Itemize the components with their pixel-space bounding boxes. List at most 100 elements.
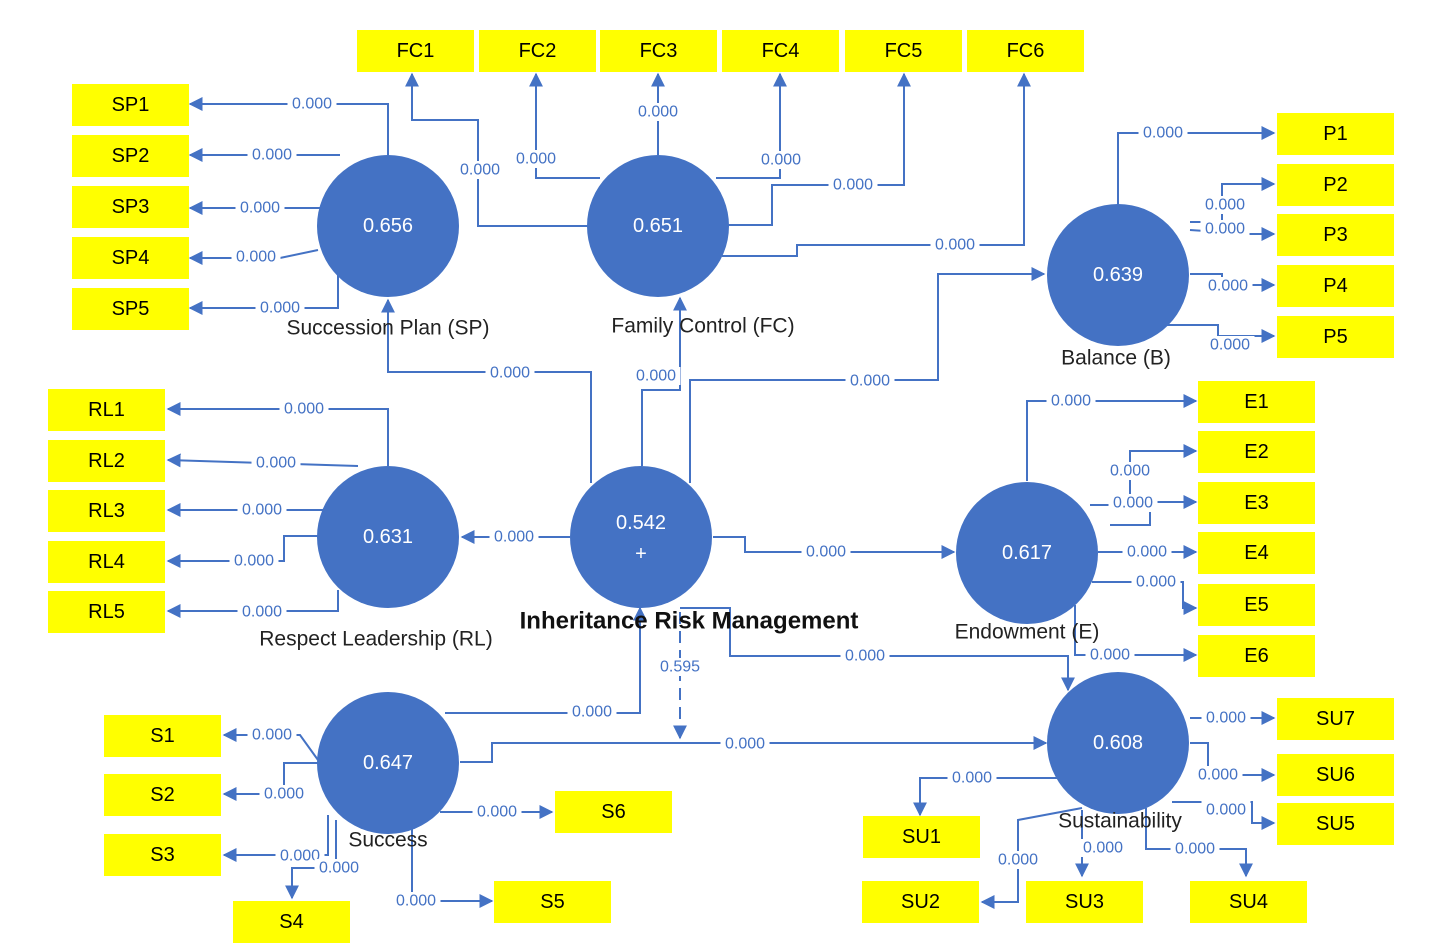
loading-su1 (913, 777, 1060, 817)
construct-irm-node (570, 466, 712, 608)
loading-fc2-value-bg (511, 150, 561, 168)
indicator-sp5-label: SP5 (112, 298, 150, 320)
indicator-su1-box (863, 816, 980, 858)
path-irm-to-b (689, 267, 1046, 483)
indicator-s5-box (494, 881, 611, 923)
indicator-p5-label: P5 (1323, 326, 1347, 348)
indicator-e3-label: E3 (1244, 492, 1268, 514)
indicator-rl4-box (48, 541, 165, 583)
indicator-s4-label: S4 (279, 911, 303, 933)
loading-su3-value: 0.000 (1083, 840, 1123, 857)
construct-e-caption: Endowment (E) (955, 621, 1100, 644)
loading-e2-value-bg (1105, 462, 1155, 480)
indicator-p2-label: P2 (1323, 174, 1347, 196)
loading-e2-value: 0.000 (1110, 463, 1150, 480)
loading-rl4-value: 0.000 (234, 553, 274, 570)
indicator-s6-box (555, 791, 672, 833)
loading-sp4-value: 0.000 (236, 249, 276, 266)
indicator-p1-box (1277, 113, 1394, 155)
path-s-to-irm-value: 0.000 (572, 704, 612, 721)
loading-e5-value: 0.000 (1136, 574, 1176, 591)
indicator-sp2-label: SP2 (112, 145, 150, 167)
path-irm-to-sp-value-bg (485, 364, 535, 382)
loading-sp4-value-bg (231, 248, 281, 266)
path-s-to-irm-value-bg (567, 703, 617, 721)
indicator-e1-label: E1 (1244, 391, 1268, 413)
loading-e1 (1026, 394, 1198, 481)
loading-fc1-value-bg (455, 161, 505, 179)
loading-s2-value: 0.000 (264, 786, 304, 803)
construct-fc-node (587, 155, 729, 297)
indicator-fc3-box (600, 30, 717, 72)
construct-b-caption: Balance (B) (1061, 347, 1171, 370)
construct-su-node (1047, 672, 1189, 814)
loading-p1-value-bg (1138, 124, 1188, 142)
indicator-e2-label: E2 (1244, 441, 1268, 463)
coefficient-label-layer: 0.000 0.000 0.000 0.000 0.000 0.000 0.000 0.000… (229, 95, 1255, 910)
indicator-sp3-label: SP3 (112, 196, 150, 218)
loading-su1-value-bg (947, 769, 997, 787)
construct-rl-node (317, 466, 459, 608)
indicator-e1-box (1198, 381, 1315, 423)
indicator-s2-box (104, 774, 221, 816)
indicator-sp4-label: SP4 (112, 247, 150, 269)
indicator-su6-box (1277, 754, 1394, 796)
path-irm-to-su (680, 607, 1075, 692)
indicator-s6-label: S6 (601, 801, 625, 823)
loading-su6-value: 0.000 (1198, 767, 1238, 784)
indicator-p3-box (1277, 214, 1394, 256)
loading-p5 (1150, 324, 1276, 343)
indicator-su2-box (862, 881, 979, 923)
indicator-sp2-box (72, 135, 189, 177)
indicator-s3-box (104, 834, 221, 876)
construct-fc-r2-value: 0.651 (633, 215, 683, 237)
indicator-su4-box (1190, 881, 1307, 923)
loading-s1-value-bg (247, 726, 297, 744)
indicator-e3-box (1198, 482, 1315, 524)
loading-e6-value-bg (1085, 646, 1135, 664)
indicator-s3-label: S3 (150, 844, 174, 866)
path-s-to-su-value: 0.000 (725, 736, 765, 753)
loading-sp5-value: 0.000 (260, 300, 300, 317)
indicator-rl4-label: RL4 (88, 551, 125, 573)
loading-sp1 (188, 97, 389, 155)
indicator-fc5-box (845, 30, 962, 72)
loading-s3-value-bg (275, 847, 325, 865)
indicator-fc6-label: FC6 (1007, 40, 1045, 62)
loading-sp2-value-bg (247, 146, 297, 164)
loading-p1 (1117, 126, 1276, 205)
loading-su2-value-bg (993, 851, 1043, 869)
indicator-su7-label: SU7 (1316, 708, 1355, 730)
loading-fc2 (529, 72, 600, 179)
path-irm-to-su-value-bg (840, 647, 890, 665)
indicator-rl1-box (48, 389, 165, 431)
indicator-s2-label: S2 (150, 784, 174, 806)
construct-su-r2-value: 0.608 (1093, 732, 1143, 754)
loading-rl1-value-bg (279, 400, 329, 418)
loading-rl2-value-bg (251, 454, 301, 472)
construct-b-node (1047, 204, 1189, 346)
loading-su4-value: 0.000 (1175, 841, 1215, 858)
loading-rl5-value: 0.000 (242, 604, 282, 621)
loading-fc2-value: 0.000 (516, 151, 556, 168)
loading-su7-value-bg (1201, 709, 1251, 727)
loading-fc1 (405, 72, 588, 227)
indicator-p3-label: P3 (1323, 224, 1347, 246)
indicator-sp5-box (72, 288, 189, 330)
construct-su-caption: Sustainability (1058, 810, 1182, 833)
indicator-p2-box (1277, 164, 1394, 206)
loading-sp1-value-bg (287, 95, 337, 113)
indicator-s1-label: S1 (150, 725, 174, 747)
construct-s-r2-value: 0.647 (363, 752, 413, 774)
path-irm-to-fc (641, 296, 687, 466)
path-s-to-su-value-bg (720, 735, 770, 753)
indicator-sp1-box (72, 84, 189, 126)
loading-fc5-value-bg (828, 176, 878, 194)
loading-p2-value-bg (1200, 196, 1250, 214)
indicator-s5-label: S5 (540, 891, 564, 913)
path-dashed-595-value: 0.595 (660, 659, 700, 676)
path-irm-to-e-value: 0.000 (806, 544, 846, 561)
loading-s3-value: 0.000 (280, 848, 320, 865)
loading-e4-value: 0.000 (1127, 544, 1167, 561)
